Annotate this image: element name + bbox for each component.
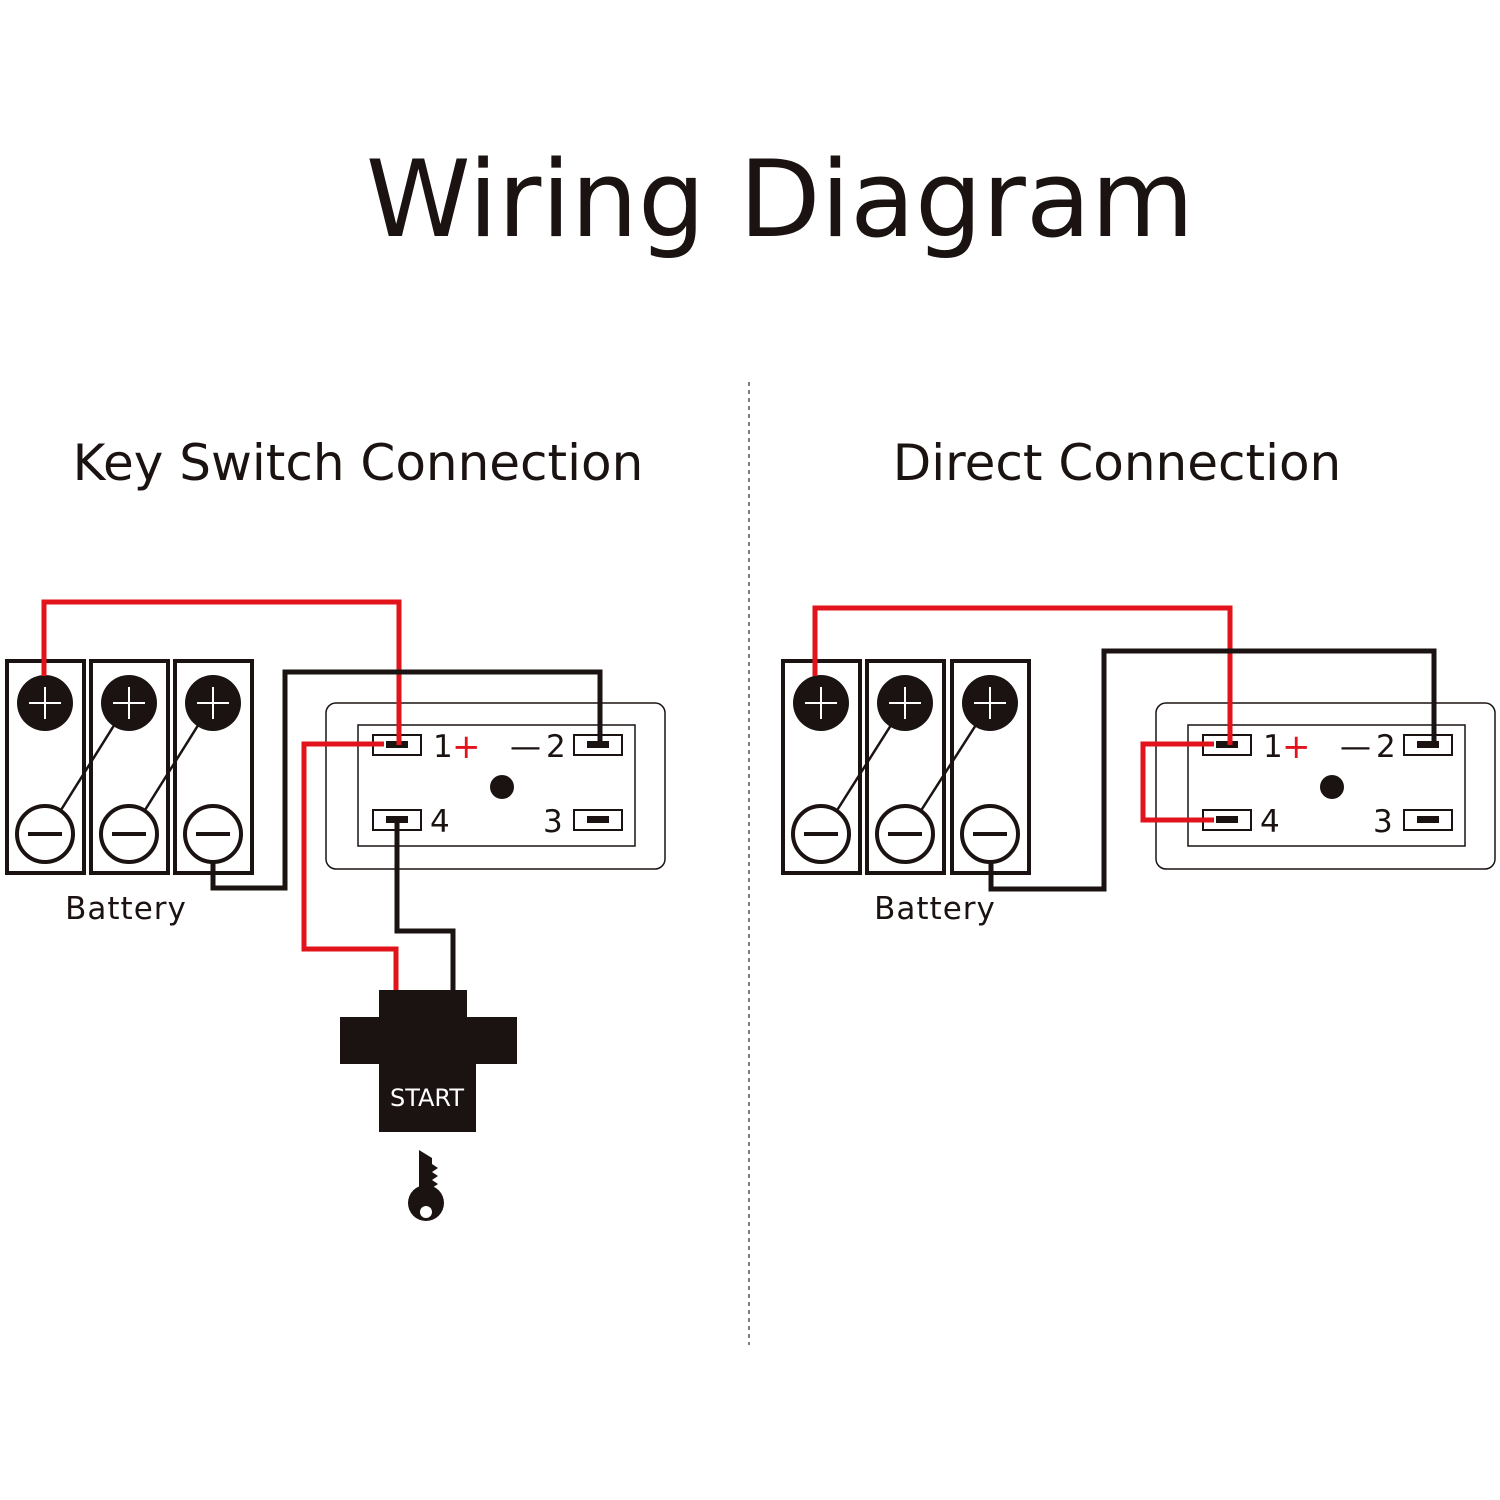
- pin-2-label: 2: [1376, 729, 1396, 765]
- pin-3-label: 3: [1373, 804, 1393, 840]
- key-switch-panel: Key Switch Connection: [5, 434, 666, 1221]
- pin-4-label: 4: [1260, 804, 1280, 840]
- pin-3-label: 3: [543, 804, 563, 840]
- battery-label: Battery: [874, 891, 996, 927]
- battery-left: [5, 659, 254, 875]
- positive-terminal-icon: [962, 675, 1018, 731]
- switch-module-left: 1 + — 2 4 3: [325, 702, 666, 870]
- pin-1-label: 1: [1263, 729, 1283, 765]
- positive-terminal-icon: [101, 675, 157, 731]
- key-icon: [408, 1150, 444, 1221]
- plus-sign: +: [1282, 727, 1311, 767]
- direct-connection-heading: Direct Connection: [893, 434, 1342, 492]
- positive-to-key-wire: [301, 741, 399, 992]
- positive-wire: [812, 605, 1233, 745]
- negative-terminal-icon: [99, 804, 159, 864]
- negative-terminal-icon: [960, 804, 1020, 864]
- negative-wire: [988, 648, 1437, 892]
- positive-terminal-icon: [185, 675, 241, 731]
- indicator-dot: [490, 775, 514, 799]
- positive-terminal-icon: [17, 675, 73, 731]
- key-switch: START: [340, 990, 517, 1132]
- switch-module-right: 1 + — 2 4 3: [1155, 702, 1496, 870]
- key-switch-label: START: [390, 1084, 464, 1112]
- negative-terminal-icon: [875, 804, 935, 864]
- battery-right: [781, 659, 1031, 875]
- negative-terminal-icon: [15, 804, 75, 864]
- direct-connection-panel: Direct Connection: [781, 434, 1496, 927]
- key-to-pin4-wire: [394, 820, 456, 992]
- pin-2-label: 2: [546, 729, 566, 765]
- pin-1-label: 1: [433, 729, 453, 765]
- page-title: Wiring Diagram: [366, 138, 1194, 261]
- battery-label: Battery: [65, 891, 187, 927]
- pin-4-label: 4: [430, 804, 450, 840]
- positive-terminal-icon: [793, 675, 849, 731]
- indicator-dot: [1320, 775, 1344, 799]
- negative-terminal-icon: [183, 804, 243, 864]
- minus-sign: —: [1340, 729, 1371, 765]
- negative-wire: [210, 669, 603, 891]
- minus-sign: —: [510, 729, 541, 765]
- negative-terminal-icon: [791, 804, 851, 864]
- plus-sign: +: [452, 727, 481, 767]
- key-switch-heading: Key Switch Connection: [73, 434, 644, 492]
- jumper-wire-1-4: [1140, 741, 1214, 823]
- positive-terminal-icon: [877, 675, 933, 731]
